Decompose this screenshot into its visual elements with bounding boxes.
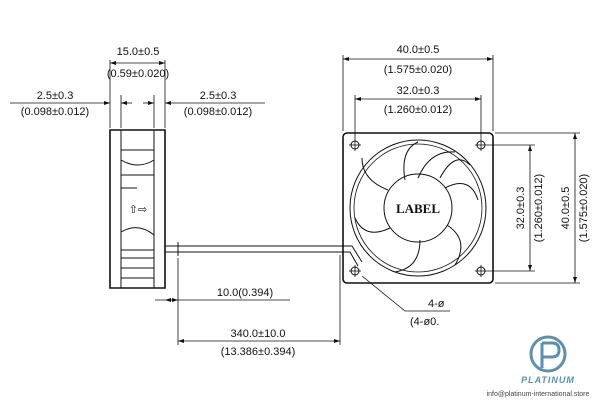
dim-32w-value: 32.0±0.3 — [397, 85, 440, 97]
hub-label: LABEL — [396, 201, 440, 216]
dim-32w-arrow-right — [475, 97, 481, 101]
dim-wire-arrow-right — [334, 339, 340, 343]
dim-right-wall-inch: (0.098±0.012) — [184, 106, 252, 118]
brand-name: PLATINUM — [521, 375, 575, 385]
dim-32h-inch: (1.260±0.012) — [533, 174, 545, 242]
brand-watermark: PLATINUM info@platinum-international.sto… — [487, 335, 590, 398]
dim-40h-arrow-top — [573, 133, 577, 139]
side-view-bottom-blade — [120, 227, 155, 251]
dim-strip-value: 10.0(0.394) — [217, 287, 273, 299]
dim-strip-arrow2 — [165, 298, 171, 302]
holes-callout: 4-ø — [428, 298, 445, 310]
dim-32w-arrow-left — [355, 97, 361, 101]
dim-strip-arrow — [172, 298, 178, 302]
brand-logo-p — [540, 341, 561, 368]
dim-40w-arrow-right — [487, 57, 493, 61]
dim-32h-arrow-top — [528, 145, 532, 151]
dim-15-value: 15.0±0.5 — [117, 46, 160, 58]
dim-40h-value: 40.0±0.5 — [560, 187, 572, 230]
dim-right-wall-value: 2.5±0.3 — [200, 90, 237, 102]
dim-right-wall-arrow2 — [148, 101, 154, 105]
dim-40h-inch: (1.575±0.020) — [578, 174, 590, 242]
holes-callout-detail: (4-ø0. — [410, 316, 439, 328]
side-view-bottom-detail — [121, 257, 154, 279]
dim-left-wall-arrow — [104, 101, 110, 105]
dim-15-inch: (0.59±0.020) — [107, 68, 169, 80]
dim-15-arrow-right — [159, 61, 165, 65]
brand-website: info@platinum-international.store — [487, 391, 590, 398]
dim-wire-inch: (13.386±0.394) — [221, 346, 296, 358]
fan-frame — [342, 132, 494, 284]
dim-left-wall-value: 2.5±0.3 — [37, 90, 74, 102]
airflow-rotation-arrows: ⇧⇨ — [129, 204, 147, 216]
front-view: LABEL 40.0±0.5 (1.575±0.020) 32.0±0.3 ( — [340, 44, 590, 328]
dim-40w-value: 40.0±0.5 — [397, 44, 440, 56]
holes-leader — [361, 275, 406, 312]
dim-32h-arrow-bottom — [528, 265, 532, 271]
dim-right-wall-arrow — [165, 101, 171, 105]
dim-wire-arrow-left — [178, 339, 184, 343]
mounting-holes — [349, 139, 487, 277]
dim-32h-value: 32.0±0.3 — [515, 187, 527, 230]
wire-exit — [340, 245, 363, 267]
dim-40h-arrow-bottom — [573, 277, 577, 283]
dim-40w-arrow-left — [343, 57, 349, 61]
fan-shroud-ring-inner — [353, 143, 483, 273]
brand-logo-icon — [529, 335, 567, 373]
dim-40w-inch: (1.575±0.020) — [384, 64, 452, 76]
fan-shroud-ring — [349, 139, 487, 277]
dim-left-wall-arrow2 — [121, 101, 127, 105]
side-view-top-detail — [120, 149, 155, 189]
dim-32w-inch: (1.260±0.012) — [384, 104, 452, 116]
side-view: ⇧⇨ 15.0±0.5 (0.59±0.020) 2.5±0.3 (0.098±… — [10, 46, 341, 358]
dim-wire-value: 340.0±10.0 — [231, 328, 286, 340]
dim-15-arrow-left — [110, 61, 116, 65]
side-view-body — [109, 129, 166, 289]
dim-left-wall-inch: (0.098±0.012) — [21, 106, 89, 118]
fan-hub — [383, 173, 453, 243]
